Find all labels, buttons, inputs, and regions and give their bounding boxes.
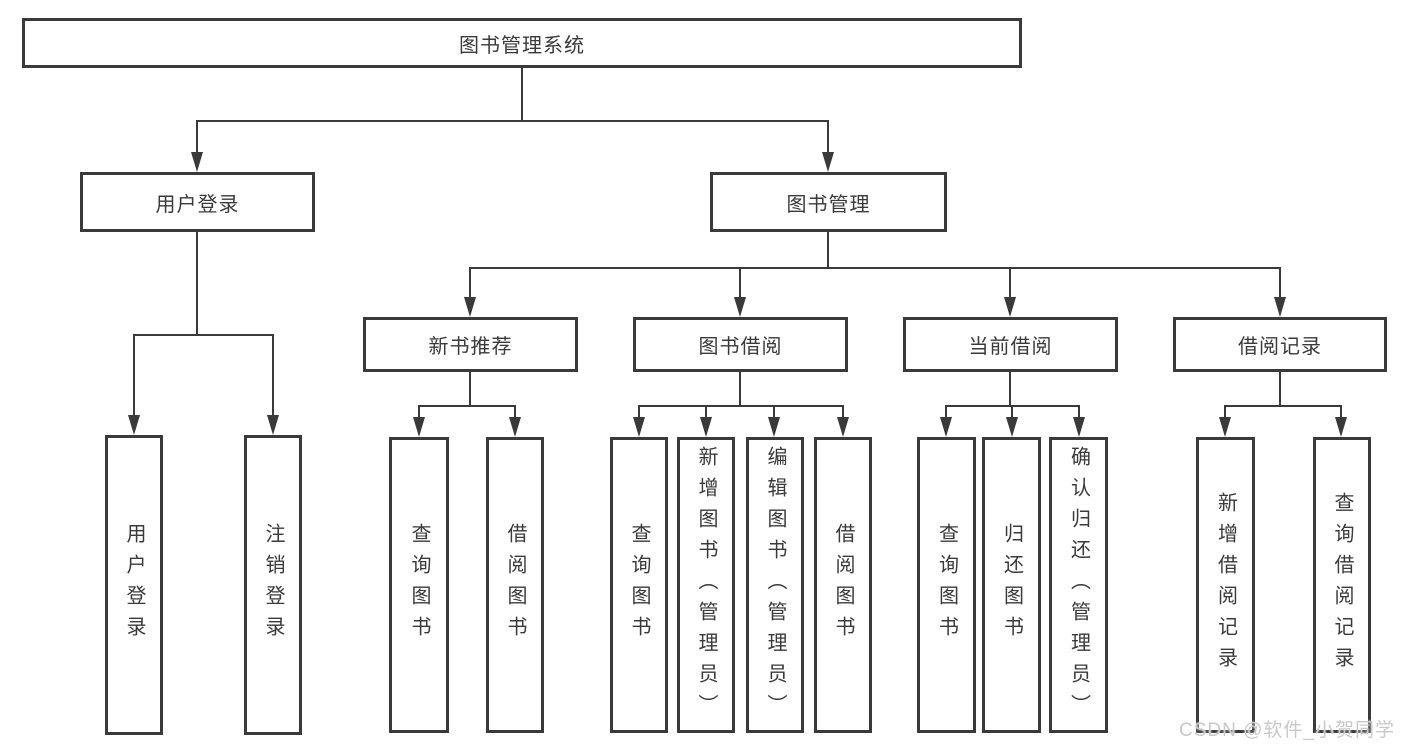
leaf-current-confirm-return-admin: 确认归还（管理员）	[1049, 437, 1108, 733]
node-label: 新书推荐	[428, 336, 513, 358]
leaf-label: 编辑图书（管理员）	[764, 445, 786, 725]
leaf-current-return-book: 归还图书	[982, 437, 1041, 733]
node-book-management: 图书管理	[710, 172, 947, 232]
arrowhead-icon	[128, 415, 140, 435]
node-label: 当前借阅	[968, 336, 1053, 358]
leaf-label: 查询图书	[408, 523, 430, 647]
leaf-borrow-query-book: 查询图书	[610, 437, 668, 733]
leaf-current-query-book: 查询图书	[917, 437, 976, 733]
leaf-label: 新增借阅记录	[1214, 492, 1237, 678]
arrowhead-icon	[822, 152, 834, 172]
leaf-label: 确认归还（管理员）	[1067, 445, 1090, 725]
leaf-label: 借阅图书	[504, 523, 526, 647]
node-book-borrow: 图书借阅	[633, 317, 848, 372]
arrowhead-icon	[768, 417, 780, 437]
arrowhead-icon	[1335, 417, 1347, 437]
arrowhead-icon	[1274, 297, 1286, 317]
leaf-label: 查询图书	[935, 523, 958, 647]
leaf-logout: 注销登录	[244, 435, 302, 735]
arrowhead-icon	[191, 152, 203, 172]
arrowhead-icon	[509, 417, 521, 437]
leaf-borrow-add-book-admin: 新增图书（管理员）	[677, 437, 735, 733]
arrowhead-icon	[1219, 417, 1231, 437]
leaf-label: 查询借阅记录	[1331, 492, 1353, 678]
leaf-user-login: 用户登录	[105, 435, 163, 735]
leaf-label: 借阅图书	[832, 523, 854, 647]
node-label: 借阅记录	[1238, 336, 1322, 358]
leaf-label: 用户登录	[123, 523, 145, 647]
leaf-recommend-borrow-book: 借阅图书	[486, 437, 544, 733]
leaf-recommend-query-book: 查询图书	[389, 437, 449, 733]
node-label: 用户登录	[155, 193, 240, 216]
arrowhead-icon	[267, 415, 279, 435]
arrowhead-icon	[633, 417, 645, 437]
arrowhead-icon	[940, 417, 952, 437]
csdn-watermark: CSDN @软件_小贺同学	[1179, 720, 1395, 741]
leaf-records-add-record: 新增借阅记录	[1196, 437, 1255, 733]
node-user-login: 用户登录	[80, 172, 315, 232]
leaf-borrow-borrow-book: 借阅图书	[814, 437, 872, 733]
arrowhead-icon	[700, 417, 712, 437]
leaf-label: 注销登录	[262, 523, 284, 647]
arrowhead-icon	[1004, 297, 1016, 317]
leaf-label: 查询图书	[628, 523, 650, 647]
leaf-borrow-edit-book-admin: 编辑图书（管理员）	[746, 437, 804, 733]
arrowhead-icon	[837, 417, 849, 437]
node-label: 图书借阅	[698, 336, 783, 358]
leaf-records-query-record: 查询借阅记录	[1313, 437, 1371, 733]
node-root-title: 图书管理系统	[22, 18, 1022, 68]
node-new-book-recommend: 新书推荐	[363, 317, 578, 372]
node-borrow-records: 借阅记录	[1173, 317, 1387, 372]
arrowhead-icon	[734, 297, 746, 317]
node-label: 图书管理系统	[459, 34, 585, 57]
node-current-borrow: 当前借阅	[903, 317, 1118, 372]
arrowhead-icon	[464, 297, 476, 317]
leaf-label: 新增图书（管理员）	[695, 445, 717, 725]
arrowhead-icon	[413, 417, 425, 437]
leaf-label: 归还图书	[1000, 523, 1023, 647]
arrowhead-icon	[1073, 417, 1085, 437]
arrowhead-icon	[1006, 417, 1018, 437]
node-label: 图书管理	[786, 193, 871, 216]
